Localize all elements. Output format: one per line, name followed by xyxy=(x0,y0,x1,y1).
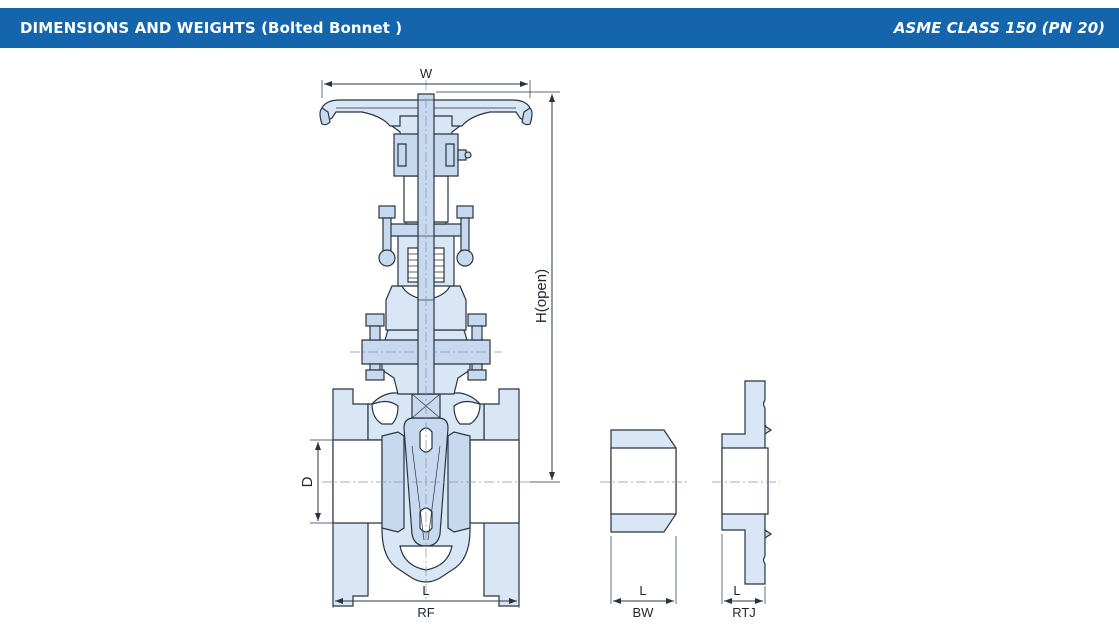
valve-bw-view: L BW xyxy=(600,429,690,620)
cavity-right xyxy=(453,400,481,425)
grease-fitting xyxy=(457,149,467,161)
label-d: D xyxy=(299,476,316,487)
gate-valve-diagram: W H(open) D L RF L BW xyxy=(299,66,780,620)
packing-left xyxy=(407,247,419,283)
seat-right xyxy=(447,431,471,533)
label-l-rf: L xyxy=(422,583,429,598)
dimension-l-rf: L RF xyxy=(332,583,520,620)
bore-passage-right xyxy=(469,439,520,524)
eye-bolt-right xyxy=(456,205,474,267)
label-h-open: H(open) xyxy=(533,269,550,323)
dimension-d: D xyxy=(299,439,333,524)
eye-bolt-left xyxy=(378,205,396,267)
bonnet-bolt-left xyxy=(365,313,385,381)
cavity-left xyxy=(371,400,399,425)
section-title: DIMENSIONS AND WEIGHTS (Bolted Bonnet ) xyxy=(20,19,403,37)
packing-right xyxy=(433,247,445,283)
bonnet-bolt-right xyxy=(467,313,487,381)
rtj-bore xyxy=(721,447,769,515)
diagram-area: W H(open) D L RF L BW xyxy=(0,57,1119,625)
header-bar: DIMENSIONS AND WEIGHTS (Bolted Bonnet ) … xyxy=(0,8,1119,48)
header: DIMENSIONS AND WEIGHTS (Bolted Bonnet ) … xyxy=(0,0,1119,57)
valve-rf-view xyxy=(319,80,533,607)
valve-rtj-view: L RTJ xyxy=(712,380,780,620)
dimension-w: W xyxy=(321,66,531,98)
label-rtj: RTJ xyxy=(732,605,756,620)
label-l-bw: L xyxy=(639,583,646,598)
dimension-h: H(open) xyxy=(436,91,560,483)
label-rf: RF xyxy=(417,605,434,620)
label-bw: BW xyxy=(633,605,655,620)
seat-left xyxy=(381,431,405,533)
label-w: W xyxy=(420,66,433,81)
label-l-rtj: L xyxy=(733,583,740,598)
bw-bore xyxy=(610,447,677,515)
bore-passage xyxy=(332,439,383,524)
standard-label: ASME CLASS 150 (PN 20) xyxy=(893,19,1105,37)
